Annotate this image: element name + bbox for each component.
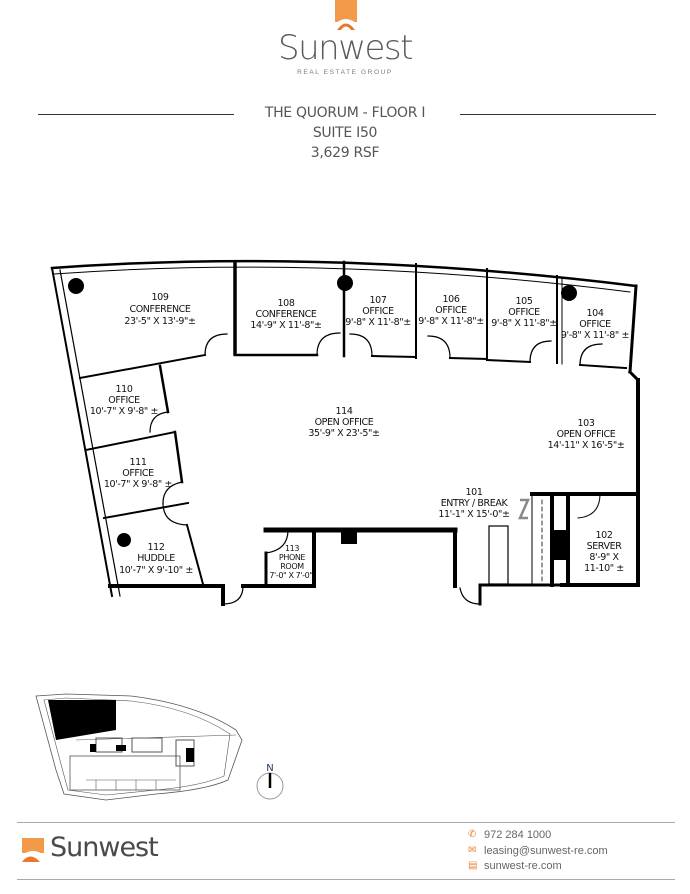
email-address: leasing@sunwest-re.com <box>484 845 608 857</box>
svg-text:OFFICE: OFFICE <box>108 395 140 406</box>
room-102: 102 SERVER 8'-9" X 11-10" ± <box>584 530 624 574</box>
svg-text:23'-5" X 13'-9"±: 23'-5" X 13'-9"± <box>124 316 195 327</box>
sunwest-footer-logo-mark-icon <box>22 838 44 862</box>
room-110: 110 OFFICE 10'-7" X 9'-8" ± <box>90 384 159 417</box>
svg-text:10'-7" X 9'-8" ±: 10'-7" X 9'-8" ± <box>104 479 172 490</box>
svg-text:OPEN OFFICE: OPEN OFFICE <box>557 429 616 440</box>
column-icon <box>68 278 84 294</box>
svg-text:N: N <box>266 763 273 774</box>
svg-text:114: 114 <box>336 406 353 417</box>
svg-text:7'-0" X 7'-0": 7'-0" X 7'-0" <box>269 571 312 580</box>
footer-divider-bottom <box>17 879 675 880</box>
contact-email[interactable]: ✉ leasing@sunwest-re.com <box>468 845 608 857</box>
room-111: 111 OFFICE 10'-7" X 9'-8" ± <box>104 457 173 490</box>
room-101: 101 ENTRY / BREAK 11'-1" X 15'-0"± <box>438 487 510 520</box>
title-divider-right <box>460 114 656 115</box>
svg-text:OPEN OFFICE: OPEN OFFICE <box>315 417 374 428</box>
svg-text:107: 107 <box>370 295 387 306</box>
svg-text:OFFICE: OFFICE <box>435 305 467 316</box>
rentable-area: 3,629 RSF <box>310 145 380 161</box>
room-106: 106 OFFICE 9'-8" X 11'-8"± <box>418 294 484 327</box>
svg-text:10'-7" X 9'-10" ±: 10'-7" X 9'-10" ± <box>119 565 193 576</box>
svg-text:11'-1" X 15'-0"±: 11'-1" X 15'-0"± <box>438 509 509 520</box>
room-103: 103 OPEN OFFICE 14'-11" X 16'-5"± <box>548 418 625 451</box>
svg-text:8'-9" X: 8'-9" X <box>589 552 619 563</box>
svg-text:CONFERENCE: CONFERENCE <box>255 309 316 320</box>
svg-text:35'-9" X 23'-5"±: 35'-9" X 23'-5"± <box>308 428 379 439</box>
svg-text:101: 101 <box>466 487 483 498</box>
footer-brand-name: Sunwest <box>50 832 159 863</box>
svg-text:106: 106 <box>443 294 460 305</box>
sunwest-logo-mark-icon <box>335 0 357 30</box>
svg-text:10'-7" X 9'-8" ±: 10'-7" X 9'-8" ± <box>90 406 158 417</box>
room-114: 114 OPEN OFFICE 35'-9" X 23'-5"± <box>308 406 380 439</box>
room-108: 108 CONFERENCE 14'-9" X 11'-8"± <box>250 298 322 331</box>
svg-text:103: 103 <box>578 418 595 429</box>
room-109: 109 CONFERENCE 23'-5" X 13'-9"± <box>124 292 196 327</box>
key-plan <box>35 693 243 801</box>
website-url: sunwest-re.com <box>484 860 562 872</box>
svg-text:OFFICE: OFFICE <box>122 468 154 479</box>
web-icon: ▤ <box>468 860 478 871</box>
svg-text:9'-8" X 11'-8"±: 9'-8" X 11'-8"± <box>345 317 411 328</box>
phone-number: 972 284 1000 <box>484 829 552 841</box>
svg-text:14'-11" X 16'-5"±: 14'-11" X 16'-5"± <box>548 440 625 451</box>
suite-number: SUITE I50 <box>312 125 378 141</box>
svg-text:OFFICE: OFFICE <box>508 307 540 318</box>
svg-text:SERVER: SERVER <box>587 541 623 552</box>
svg-text:9'-8" X 11'-8" ±: 9'-8" X 11'-8" ± <box>561 330 629 341</box>
svg-text:108: 108 <box>278 298 295 309</box>
svg-text:9'-8" X 11'-8"±: 9'-8" X 11'-8"± <box>418 316 484 327</box>
building-floor-title: THE QUORUM - FLOOR I <box>264 105 426 121</box>
svg-text:104: 104 <box>587 308 604 319</box>
svg-text:OFFICE: OFFICE <box>579 319 611 330</box>
title-block: THE QUORUM - FLOOR I SUITE I50 3,629 RSF <box>195 103 495 163</box>
mail-icon: ✉ <box>468 845 477 856</box>
room-107: 107 OFFICE 9'-8" X 11'-8"± <box>345 295 411 328</box>
contact-phone[interactable]: ✆ 972 284 1000 <box>468 829 551 841</box>
svg-text:14'-9" X 11'-8"±: 14'-9" X 11'-8"± <box>250 320 321 331</box>
svg-text:113: 113 <box>285 544 299 553</box>
svg-text:110: 110 <box>116 384 133 395</box>
footer-divider-top <box>17 822 675 823</box>
room-113: 113 PHONE ROOM 7'-0" X 7'-0" <box>269 544 313 580</box>
svg-text:9'-8" X 11'-8"±: 9'-8" X 11'-8"± <box>491 318 557 329</box>
svg-text:102: 102 <box>596 530 613 541</box>
brand-tagline: REAL ESTATE GROUP <box>297 69 393 76</box>
title-divider-left <box>38 114 234 115</box>
room-112: 112 HUDDLE 10'-7" X 9'-10" ± <box>119 542 193 576</box>
phone-icon: ✆ <box>468 829 477 840</box>
contact-website[interactable]: ▤ sunwest-re.com <box>468 860 562 872</box>
room-105: 105 OFFICE 9'-8" X 11'-8"± <box>491 296 557 329</box>
svg-text:105: 105 <box>516 296 533 307</box>
svg-text:109: 109 <box>152 292 169 303</box>
svg-text:ENTRY / BREAK: ENTRY / BREAK <box>441 498 509 509</box>
svg-text:HUDDLE: HUDDLE <box>137 553 175 564</box>
svg-text:112: 112 <box>148 542 165 553</box>
svg-text:OFFICE: OFFICE <box>362 306 394 317</box>
north-compass-icon: N <box>256 763 284 800</box>
svg-text:111: 111 <box>130 457 147 468</box>
svg-text:CONFERENCE: CONFERENCE <box>129 304 190 315</box>
brand-name: Sunwest <box>278 28 413 68</box>
svg-text:PHONE: PHONE <box>279 553 306 562</box>
svg-text:ROOM: ROOM <box>280 562 304 571</box>
room-104: 104 OFFICE 9'-8" X 11'-8" ± <box>561 308 630 341</box>
svg-text:11-10" ±: 11-10" ± <box>584 563 624 574</box>
